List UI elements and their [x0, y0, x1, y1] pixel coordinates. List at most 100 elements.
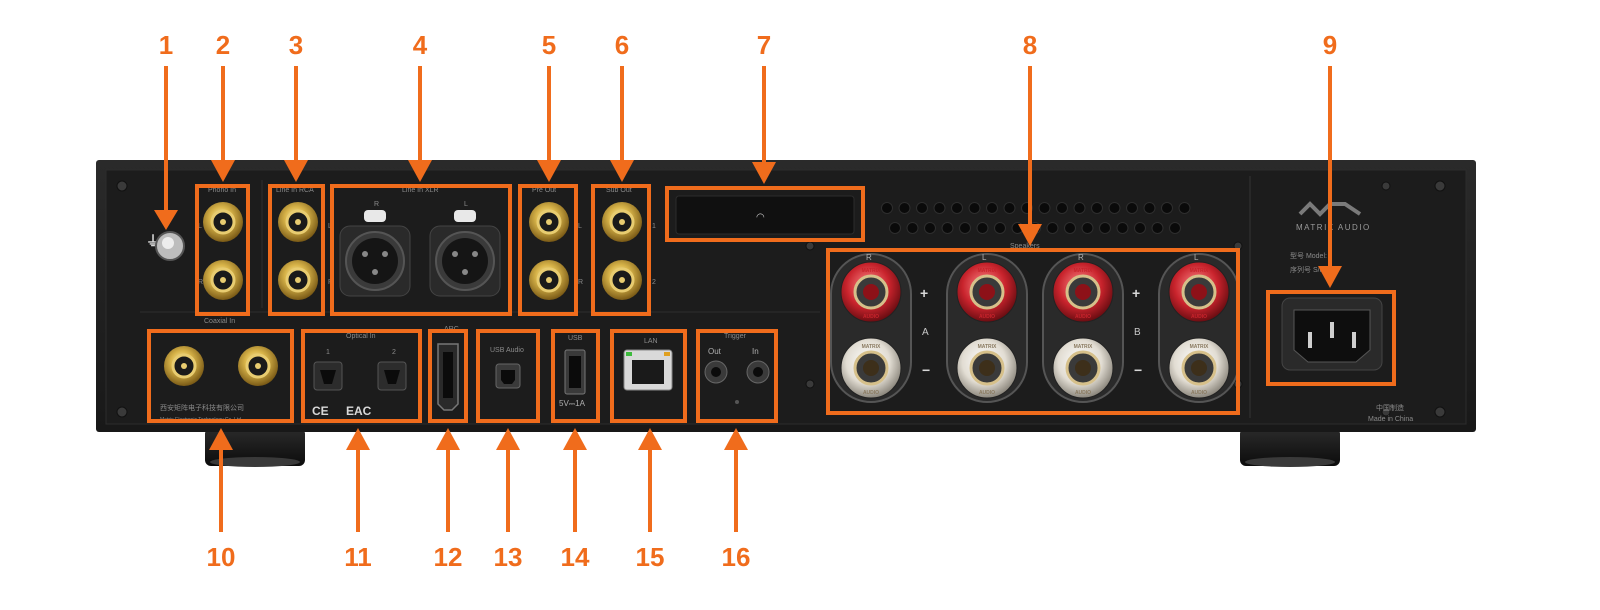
phono-in: Phono In L R [198, 187, 243, 300]
spk-b-right-label: R [1078, 253, 1084, 262]
rca-jack [278, 202, 318, 242]
rca-jack [164, 346, 204, 386]
vent-hole [986, 202, 998, 214]
phono-in-label: Phono In [208, 187, 236, 194]
spk-b-left-label: L [1194, 253, 1199, 262]
group-a-label: A [922, 327, 929, 338]
usb-audio: USB Audio [490, 347, 524, 389]
vent-hole [968, 202, 981, 214]
vent-hole [933, 202, 946, 214]
foot-right [1240, 428, 1340, 466]
callout-4: 4 [413, 30, 428, 60]
feet [205, 428, 1340, 467]
callout-16: 16 [722, 542, 751, 572]
xlr-left-label: L [464, 201, 468, 208]
optical-1-label: 1 [326, 349, 330, 356]
maker-cn: 西安矩阵电子科技有限公司 [160, 403, 244, 412]
post-brand-text-2: AUDIO [1075, 314, 1091, 320]
vent-hole [1046, 222, 1059, 234]
trigger-jack [746, 360, 770, 384]
pre-out-label: Pre Out [532, 187, 556, 194]
highlight-box-16 [696, 329, 778, 423]
highlight-box-10 [147, 329, 294, 423]
callout-15: 15 [636, 542, 665, 572]
post-brand-text-2: AUDIO [1191, 390, 1207, 396]
made-in-cn: 中国制造 [1376, 403, 1404, 412]
post-brand-text-2: AUDIO [979, 390, 995, 396]
trigger-jack [704, 360, 728, 384]
ce-mark: CE [312, 404, 329, 418]
post-brand-text: MATRIX [1074, 268, 1093, 274]
line-in-xlr: Line In XLR R L [339, 187, 501, 297]
pre-out: Pre Out L R [529, 187, 583, 300]
post-brand-text-2: AUDIO [1075, 390, 1091, 396]
callout-arrows [154, 66, 1342, 532]
line-in-xlr-label: Line In XLR [402, 187, 439, 194]
group-b-minus: − [1134, 362, 1142, 378]
branding: MATRIX AUDIO 型号 Model: 序列号 S/N 中国制造 Made… [1290, 201, 1413, 423]
post-brand-text: MATRIX [862, 344, 881, 350]
highlight-box-11 [301, 329, 422, 423]
callout-8: 8 [1023, 30, 1037, 60]
highlight-box-13 [476, 329, 540, 423]
rca-jack [529, 202, 569, 242]
post-brand-text: MATRIX [1190, 268, 1209, 274]
highlight-boxes [147, 184, 1396, 423]
binding-post: MATRIX AUDIO [840, 337, 902, 399]
serial-label: 序列号 S/N [1290, 265, 1325, 274]
vent-hole [1038, 202, 1051, 214]
highlight-box-4 [330, 184, 512, 316]
vent-hole [1108, 202, 1121, 214]
vent-hole [1003, 202, 1016, 214]
callout-13: 13 [494, 542, 523, 572]
binding-post: MATRIX AUDIO [956, 261, 1018, 323]
phono-in-right-label: R [198, 279, 203, 286]
group-b-plus: + [1132, 285, 1140, 301]
pre-out-right-label: R [578, 279, 583, 286]
toslink-port [313, 361, 343, 391]
post-brand-text: MATRIX [862, 268, 881, 274]
vent-hole [1073, 202, 1086, 214]
highlight-box-2 [195, 184, 250, 316]
post-brand-text-2: AUDIO [1191, 314, 1207, 320]
rca-jack [238, 346, 278, 386]
vent-hole [1116, 222, 1129, 234]
vent-hole [1178, 202, 1191, 214]
coaxial-in: Coaxial In 西安矩阵电子科技有限公司 Matrix Electroni… [160, 318, 278, 423]
phono-in-left-label: L [198, 223, 202, 230]
vent-hole [916, 202, 928, 214]
spk-a-right-label: R [866, 253, 872, 262]
post-brand-text-2: AUDIO [863, 390, 879, 396]
usb-rating: 5V⎓1A [559, 399, 586, 408]
iec-power-inlet [1281, 297, 1383, 371]
callout-14: 14 [561, 542, 590, 572]
optical-in-label: Optical In [346, 333, 376, 340]
trigger-out-label: Out [708, 347, 722, 356]
usb-port: USB 5V⎓1A [559, 335, 586, 408]
rca-jack [203, 260, 243, 300]
vent-hole [1126, 202, 1138, 214]
sub-out: Sub Out 1 2 [602, 187, 656, 300]
highlight-box-5 [518, 184, 578, 316]
vent-hole [976, 222, 989, 234]
sub-out-1-label: 1 [652, 223, 656, 230]
trigger-in-label: In [752, 347, 759, 356]
callout-9: 9 [1323, 30, 1337, 60]
vent-hole [1143, 202, 1156, 214]
callout-6: 6 [615, 30, 629, 60]
binding-post: MATRIX AUDIO [1168, 261, 1230, 323]
callout-1: 1 [159, 30, 173, 60]
post-brand-text: MATRIX [978, 268, 997, 274]
rca-jack [529, 260, 569, 300]
speakers-label: Speakers [1010, 243, 1040, 250]
post-brand-text-2: AUDIO [979, 314, 995, 320]
callout-12: 12 [434, 542, 463, 572]
vent-hole [1134, 222, 1146, 234]
rca-jack [203, 202, 243, 242]
usb-label: USB [568, 335, 583, 342]
vent-hole [924, 222, 936, 234]
foot-left [205, 428, 305, 466]
line-in-rca: Line In RCA L R [276, 187, 333, 300]
